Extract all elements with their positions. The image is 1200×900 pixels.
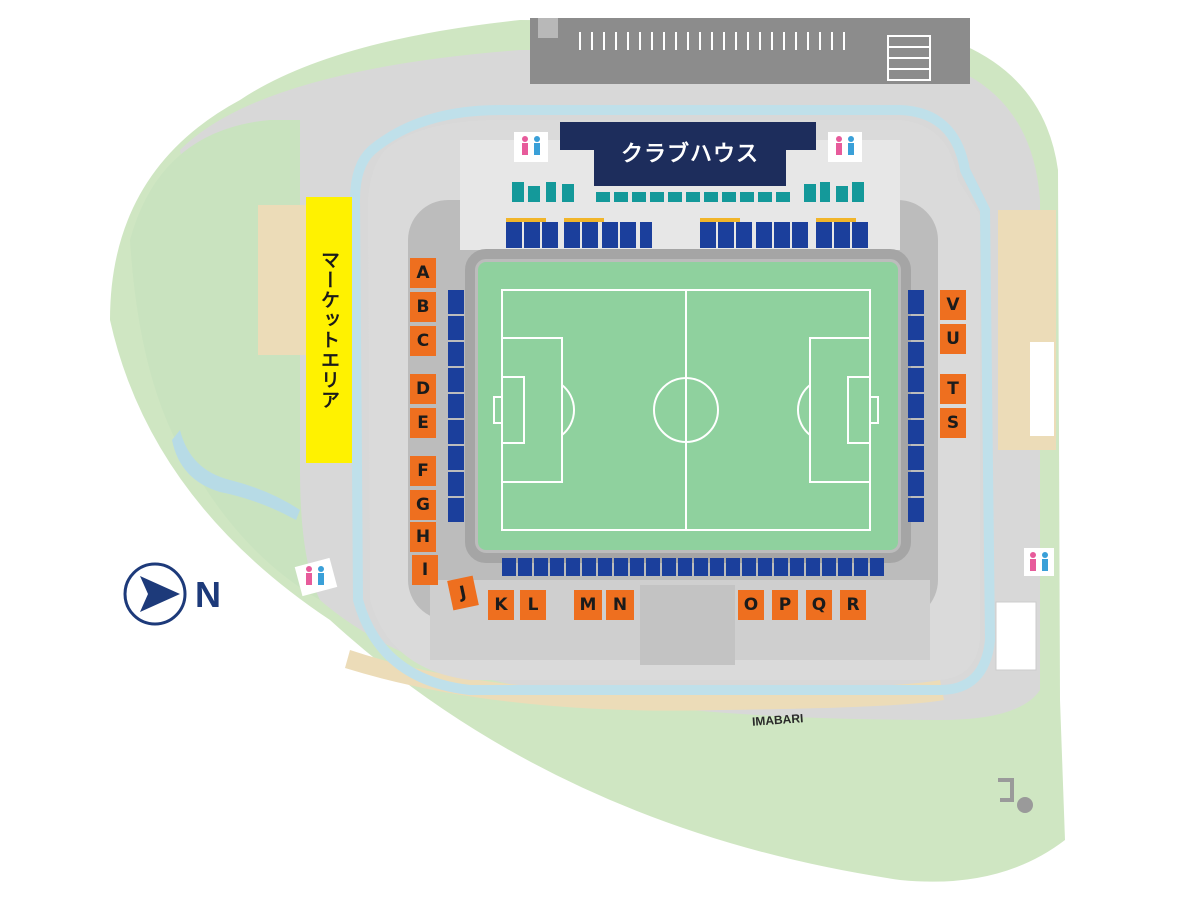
gate-O[interactable]: O <box>738 590 764 620</box>
east-building <box>1030 342 1054 436</box>
west-seats <box>448 290 464 522</box>
gate-B[interactable]: B <box>410 292 436 322</box>
gate-C[interactable]: C <box>410 326 436 356</box>
compass-arrow-icon <box>140 576 180 612</box>
restroom-icon <box>514 132 548 162</box>
parking-bay <box>887 35 931 81</box>
moat <box>349 105 996 695</box>
gate-R[interactable]: R <box>840 590 866 620</box>
gate-L[interactable]: L <box>520 590 546 620</box>
gate-Q[interactable]: Q <box>806 590 832 620</box>
compass-north-letter: N <box>195 574 221 615</box>
se-building <box>995 601 1037 671</box>
gate-K[interactable]: K <box>488 590 514 620</box>
clubhouse-label: クラブハウス <box>620 142 759 167</box>
parking-lot <box>530 18 970 84</box>
east-seats <box>908 290 924 522</box>
gate-N[interactable]: N <box>606 590 634 620</box>
path-south <box>345 650 944 711</box>
gate-H[interactable]: H <box>410 522 436 552</box>
gate-I[interactable]: I <box>412 555 438 585</box>
path-west <box>258 205 306 355</box>
south-seats <box>502 558 884 576</box>
gate-S[interactable]: S <box>940 408 966 438</box>
pitch <box>478 262 898 550</box>
parking-lines <box>579 32 845 50</box>
north-upper-seats <box>512 182 864 202</box>
pond <box>172 430 300 520</box>
gate-A[interactable]: A <box>410 258 436 288</box>
gate-G[interactable]: G <box>410 490 436 520</box>
restroom-icon <box>828 132 862 162</box>
market-area <box>306 197 352 463</box>
gate-U[interactable]: U <box>940 324 966 354</box>
gate-T[interactable]: T <box>940 374 966 404</box>
gate-P[interactable]: P <box>772 590 798 620</box>
gate-M[interactable]: M <box>574 590 602 620</box>
gate-F[interactable]: F <box>410 456 436 486</box>
pitch-lines <box>493 289 879 531</box>
fountain <box>1017 797 1033 813</box>
north-seats <box>506 222 868 248</box>
market-area-label: マーケットエリア <box>318 250 340 410</box>
gate-D[interactable]: D <box>410 374 436 404</box>
north-yellow-seats <box>506 218 856 222</box>
restroom-icon <box>1024 548 1054 576</box>
restroom-icon <box>294 557 338 597</box>
gate-E[interactable]: E <box>410 408 436 438</box>
gate-V[interactable]: V <box>940 290 966 320</box>
